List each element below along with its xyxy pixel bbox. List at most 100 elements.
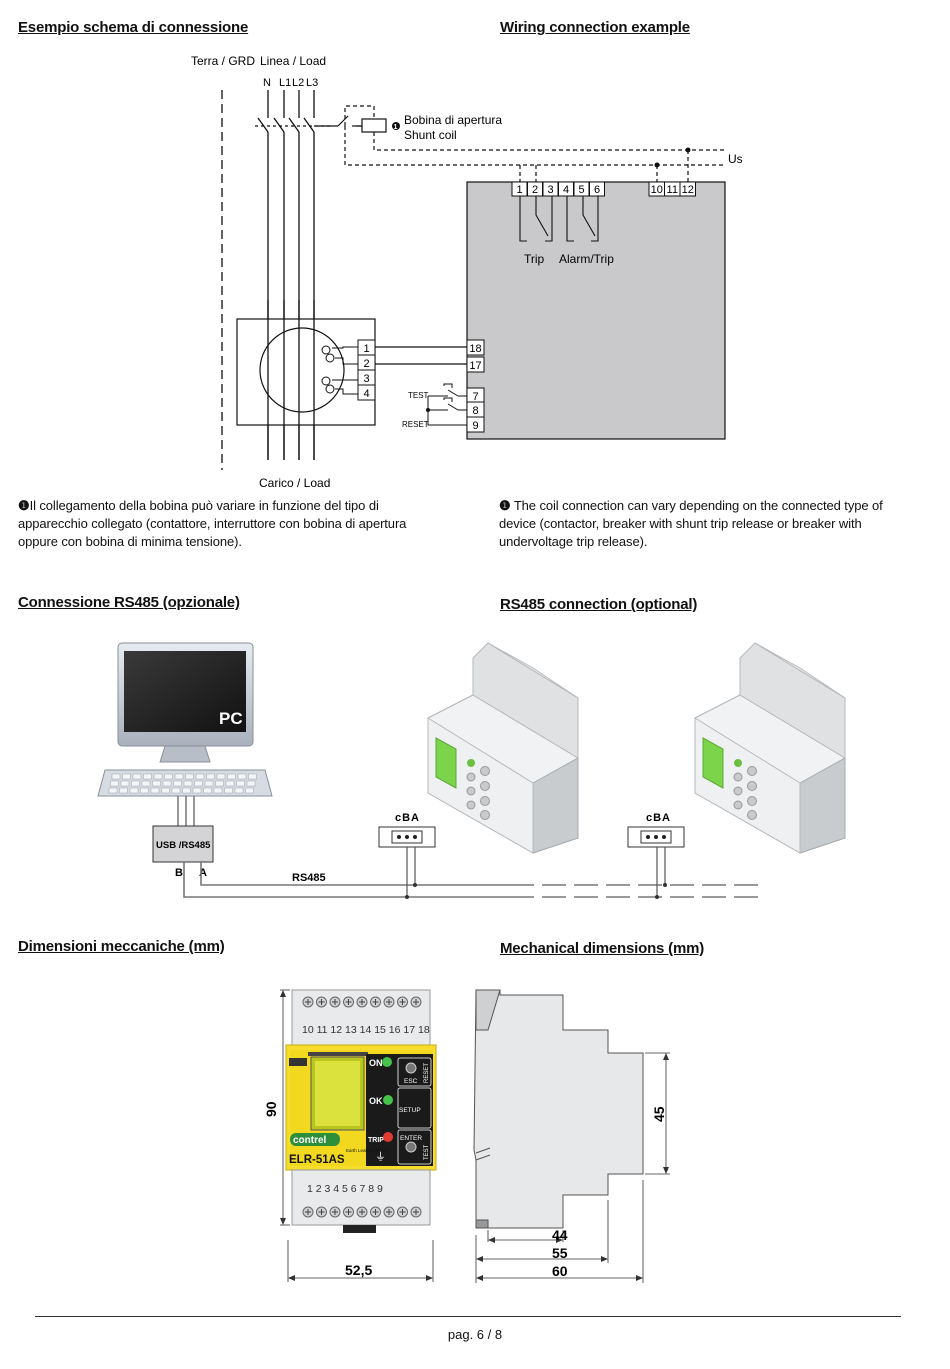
svg-text:8: 8 xyxy=(472,405,478,417)
svg-text:17: 17 xyxy=(469,360,481,372)
rs485-diagram: PC USB /RS485 B A RS485 cBA cBA xyxy=(97,642,846,899)
dimensions-title-en: Mechanical dimensions (mm) xyxy=(500,940,705,957)
terminal-2: 2 xyxy=(527,181,543,197)
svg-text:10: 10 xyxy=(651,184,663,196)
front-top-terminals: 10 11 12 13 14 15 16 17 18 xyxy=(302,1024,430,1036)
side-view: 45 44 55 60 xyxy=(473,989,670,1283)
svg-text:1: 1 xyxy=(516,184,522,196)
key xyxy=(236,780,245,787)
key xyxy=(216,773,226,780)
coil-label-en: Shunt coil xyxy=(404,128,457,142)
key xyxy=(245,787,254,794)
note-text-en: The coil connection can vary depending o… xyxy=(499,498,883,549)
key xyxy=(171,787,181,794)
key xyxy=(195,773,205,780)
key xyxy=(204,780,214,787)
load-label: Carico / Load xyxy=(259,476,330,490)
test-btn-label: TEST xyxy=(424,1144,430,1160)
on-label: ON xyxy=(369,1058,383,1068)
svg-text:9: 9 xyxy=(472,420,478,432)
svg-text:5: 5 xyxy=(578,184,584,196)
bus-label: RS485 xyxy=(292,872,326,884)
pc-label: PC xyxy=(219,709,243,728)
note-text-it: Il collegamento della bobina può variare… xyxy=(18,498,407,549)
key xyxy=(194,780,203,787)
key xyxy=(164,773,173,780)
key xyxy=(150,787,160,794)
svg-text:4: 4 xyxy=(563,184,569,196)
key xyxy=(162,780,172,787)
key xyxy=(234,787,244,794)
usb-rs485-converter xyxy=(152,825,214,863)
connector-1: cBA xyxy=(378,812,436,899)
esc-label: ESC xyxy=(404,1078,418,1085)
svg-text:cBA: cBA xyxy=(646,812,671,824)
rs485-title-it: Connessione RS485 (opzionale) xyxy=(18,594,240,611)
ok-label: OK xyxy=(369,1096,383,1106)
key xyxy=(141,780,151,787)
svg-text:2: 2 xyxy=(532,184,538,196)
wiring-title-en: Wiring connection example xyxy=(500,19,690,36)
note-marker-en: ❶ xyxy=(499,498,511,513)
key xyxy=(108,787,118,794)
key xyxy=(215,780,224,787)
key xyxy=(152,780,161,787)
key xyxy=(237,773,247,780)
key xyxy=(120,780,130,787)
key xyxy=(182,787,191,794)
brand-label: contrel xyxy=(293,1135,327,1146)
svg-text:3: 3 xyxy=(363,373,369,385)
l3-label: L3 xyxy=(306,77,318,89)
key xyxy=(111,773,121,780)
key xyxy=(132,773,142,780)
front-view: 10 11 12 13 14 15 16 17 18 ON OK TRIP ES… xyxy=(263,989,437,1282)
relay-device xyxy=(466,181,726,440)
dim-height: 90 xyxy=(263,1101,279,1117)
key xyxy=(246,780,256,787)
terminal-18: 18 xyxy=(466,339,485,356)
trip-label: Trip xyxy=(524,252,545,266)
wiring-diagram: Terra / GRD Linea / Load N L1 L2 L3 xyxy=(191,54,743,490)
bottom-screws xyxy=(302,1206,422,1218)
key xyxy=(161,787,170,794)
note-en: ❶ The coil connection can vary depending… xyxy=(499,497,919,551)
key xyxy=(224,787,233,794)
ct-terminal-4: 4 xyxy=(357,384,376,401)
ground-label: Terra / GRD xyxy=(191,54,255,68)
key xyxy=(129,787,139,794)
terminal-17: 17 xyxy=(466,356,485,373)
rs485-title-en: RS485 connection (optional) xyxy=(500,596,698,613)
trip-led-label: TRIP xyxy=(368,1137,384,1144)
key xyxy=(140,787,149,794)
page-number: pag. 6 / 8 xyxy=(447,1327,503,1342)
svg-text:2: 2 xyxy=(363,358,369,370)
note-marker-it: ❶ xyxy=(18,498,30,513)
b-label: B xyxy=(175,867,183,879)
key xyxy=(227,773,236,780)
svg-text:18: 18 xyxy=(469,343,481,355)
reset-btn-label: RESET xyxy=(424,1063,430,1083)
setup-label: SETUP xyxy=(399,1107,421,1114)
connector-2: cBA xyxy=(627,812,685,899)
key xyxy=(143,773,152,780)
key xyxy=(131,780,140,787)
key xyxy=(153,773,163,780)
l2-label: L2 xyxy=(292,77,304,89)
key xyxy=(206,773,215,780)
note-it: ❶Il collegamento della bobina può variar… xyxy=(18,497,413,551)
key xyxy=(192,787,202,794)
terminal-6: 6 xyxy=(589,181,605,197)
dim-55: 55 xyxy=(552,1245,568,1261)
svg-text:cBA: cBA xyxy=(395,812,420,824)
dim-45: 45 xyxy=(651,1106,667,1122)
dim-44: 44 xyxy=(552,1227,568,1243)
svg-text:4: 4 xyxy=(363,388,369,400)
front-bottom-terminals: 1 2 3 4 5 6 7 8 9 xyxy=(307,1183,383,1195)
svg-text:6: 6 xyxy=(594,184,600,196)
dim-front-width: 52,5 xyxy=(345,1262,372,1278)
coil-label-it: Bobina di apertura xyxy=(404,113,502,127)
svg-text:11: 11 xyxy=(667,184,678,196)
dim-60: 60 xyxy=(552,1263,568,1279)
